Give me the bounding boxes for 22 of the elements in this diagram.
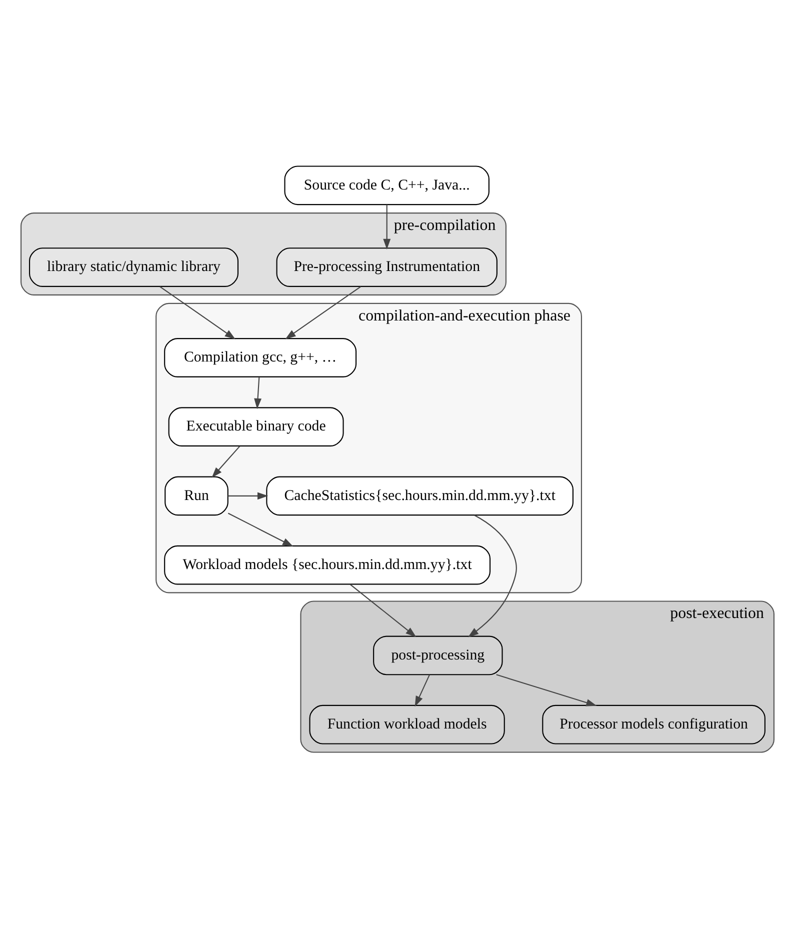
node-box: Workload models {sec.hours.min.dd.mm.yy}.txt — [164, 545, 491, 585]
arrow — [468, 514, 517, 638]
node-box: post-processing — [373, 636, 503, 676]
node-box: Executable binary code — [168, 407, 344, 446]
node-box: Function workload models — [309, 704, 505, 744]
node-box: library static/dynamic library — [29, 248, 238, 287]
node-box: Compilation gcc, g++, … — [164, 338, 357, 378]
arrow — [383, 204, 391, 250]
node-box: Pre-processing Instrumentation — [276, 248, 498, 287]
arrow — [228, 492, 268, 500]
arrow — [350, 584, 416, 638]
arrow — [228, 512, 294, 547]
node-box: Processor models configuration — [542, 704, 766, 744]
arrow — [160, 286, 236, 340]
arrow — [414, 674, 430, 707]
arrow — [254, 377, 262, 410]
node-box: CacheStatistics{sec.hours.min.dd.mm.yy}.txt — [266, 476, 574, 516]
arrow — [212, 446, 240, 478]
node-box: Run — [164, 476, 228, 516]
arrow — [285, 286, 361, 340]
arrow — [496, 674, 597, 706]
node-box: Source code C, C++, Java... — [284, 166, 490, 206]
